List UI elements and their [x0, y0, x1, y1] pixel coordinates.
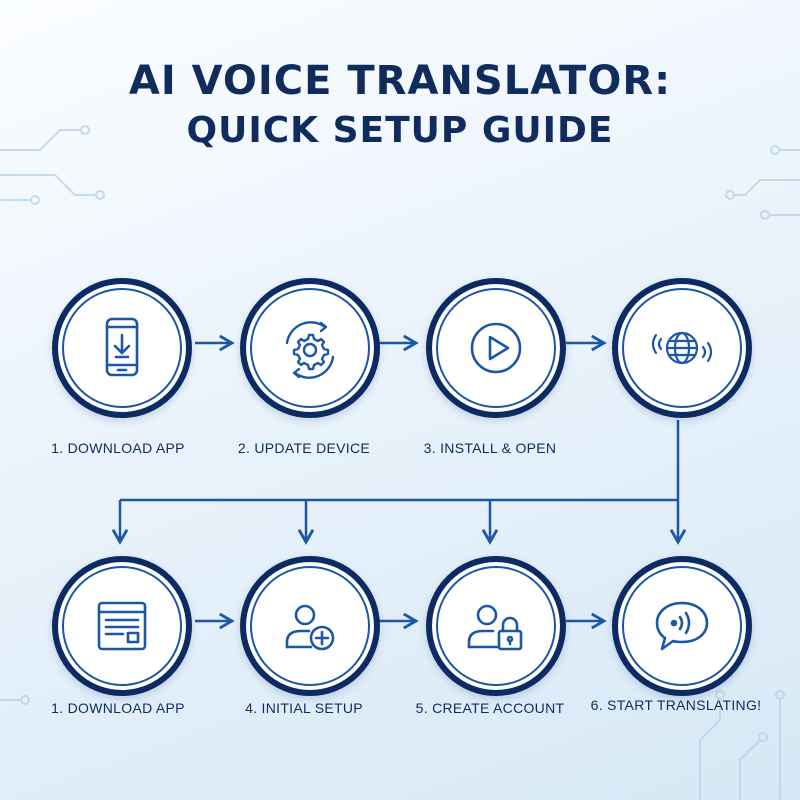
- step-download-app-2: [52, 556, 192, 696]
- app-window-icon: [97, 601, 147, 651]
- speech-bubble-icon: [655, 601, 709, 651]
- step-label-download-app-2: 1. DOWNLOAD APP: [51, 700, 185, 716]
- step-start-translating: [612, 556, 752, 696]
- step-label-download-app: 1. DOWNLOAD APP: [51, 440, 185, 456]
- step-label-create-account: 5. CREATE ACCOUNT: [415, 700, 565, 716]
- user-add-icon: [285, 604, 335, 651]
- step-label-initial-setup: 4. INITIAL SETUP: [245, 700, 363, 716]
- step-label-update-device: 2. UPDATE DEVICE: [237, 440, 371, 456]
- play-icon: [470, 322, 522, 374]
- step-update-device: [240, 278, 380, 418]
- gear-refresh-icon: [285, 321, 335, 379]
- phone-download-icon: [105, 317, 139, 377]
- step-initial-setup: [240, 556, 380, 696]
- step-create-account: [426, 556, 566, 696]
- step-download-app: [52, 278, 192, 418]
- step-translate-globe: [612, 278, 752, 418]
- step-label-install-open: 3. INSTALL & OPEN: [423, 440, 557, 456]
- page-title: AI VOICE TRANSLATOR:: [128, 58, 672, 104]
- page-subtitle: QUICK SETUP GUIDE: [186, 110, 614, 151]
- globe-voice-icon: [651, 331, 713, 365]
- user-lock-icon: [467, 604, 523, 651]
- step-install-open: [426, 278, 566, 418]
- step-label-start-translating: 6. START TRANSLATING!: [590, 697, 762, 713]
